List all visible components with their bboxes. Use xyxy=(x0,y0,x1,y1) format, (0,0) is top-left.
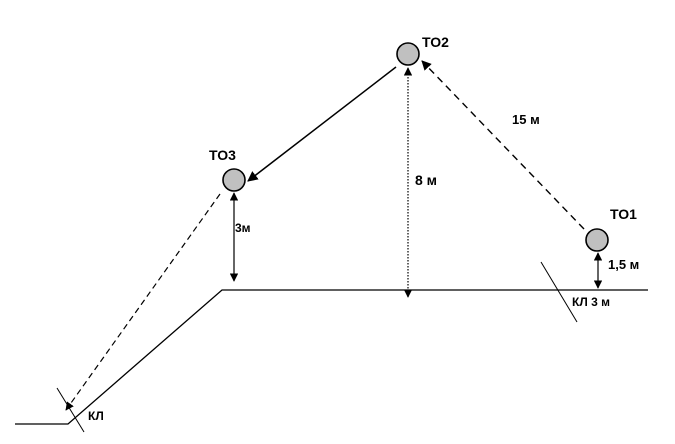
marker-kl-right: КЛ 3 м xyxy=(572,295,610,309)
route-to1-to2 xyxy=(421,60,585,230)
distance-to1-to2: 15 м xyxy=(512,112,540,127)
route-to2-to3 xyxy=(247,66,397,182)
point-to1-node xyxy=(585,228,609,252)
point-to3-node xyxy=(222,168,246,192)
label-to3: ТО3 xyxy=(209,147,236,163)
cable-marker-left xyxy=(56,387,85,433)
distance-to2-height: 8 м xyxy=(415,172,437,188)
point-to2-node xyxy=(396,42,420,66)
distance-to1-height: 1,5 м xyxy=(608,257,639,272)
ground-line xyxy=(15,289,648,425)
label-to2: ТО2 xyxy=(422,34,449,50)
label-to1: ТО1 xyxy=(610,206,637,222)
marker-kl-left: КЛ xyxy=(88,409,104,423)
cable-marker-right xyxy=(540,261,578,323)
route-kl-to3 xyxy=(65,193,221,411)
distance-to3-height: 3м xyxy=(235,221,251,235)
